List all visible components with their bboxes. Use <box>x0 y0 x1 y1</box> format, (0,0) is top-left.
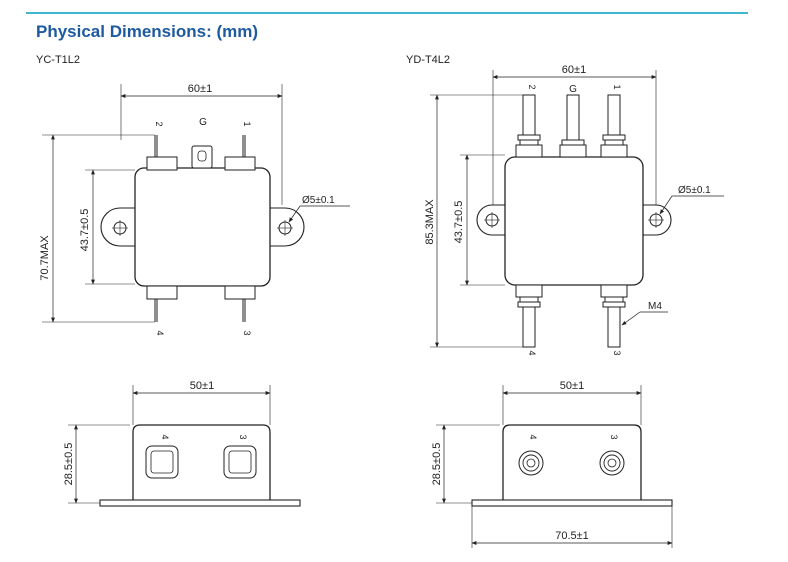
left-side-width-dim: 50±1 <box>190 380 214 392</box>
left-pin-bottom-left: 4 <box>155 330 165 335</box>
right-side-pin-left: 4 <box>528 434 538 439</box>
left-top-view <box>42 84 350 323</box>
header-rule <box>26 12 748 14</box>
right-top-view <box>430 70 724 348</box>
left-pin-top-right: 1 <box>242 121 252 126</box>
right-pin-top-left: 2 <box>527 84 537 89</box>
right-height-dim: 85.3MAX <box>424 199 436 245</box>
right-width-dim: 60±1 <box>562 64 586 76</box>
right-pin-bottom-right: 3 <box>612 350 622 355</box>
left-inner-dim: 43.7±0.5 <box>79 209 91 252</box>
right-side-view <box>436 385 673 548</box>
right-pin-top-right: 1 <box>612 84 622 89</box>
page-title: Physical Dimensions: (mm) <box>36 22 259 41</box>
left-hole-dim: Ø5±0.1 <box>302 195 335 206</box>
left-side-view <box>68 385 301 507</box>
left-side-pin-right: 3 <box>238 434 248 439</box>
right-inner-dim: 43.7±0.5 <box>453 201 465 244</box>
right-side-pin-right: 3 <box>609 434 619 439</box>
right-side-width-dim: 50±1 <box>560 380 584 392</box>
right-pin-top-mid: G <box>569 84 577 95</box>
right-side-base-dim: 70.5±1 <box>555 530 589 542</box>
left-side-height-dim: 28.5±0.5 <box>63 443 75 486</box>
left-pin-bottom-right: 3 <box>242 330 252 335</box>
right-hole-dim: Ø5±0.1 <box>678 185 711 196</box>
left-width-dim: 60±1 <box>188 83 212 95</box>
right-pin-bottom-left: 4 <box>527 350 537 355</box>
left-side-pin-left: 4 <box>160 434 170 439</box>
right-thread-dim: M4 <box>648 301 662 312</box>
left-height-dim: 70.7MAX <box>39 235 51 281</box>
model-label-left: YC-T1L2 <box>36 54 81 66</box>
left-pin-top-mid: G <box>199 117 207 128</box>
left-pin-top-left: 2 <box>154 121 164 126</box>
right-side-height-dim: 28.5±0.5 <box>431 443 443 486</box>
model-label-right: YD-T4L2 <box>406 54 451 66</box>
